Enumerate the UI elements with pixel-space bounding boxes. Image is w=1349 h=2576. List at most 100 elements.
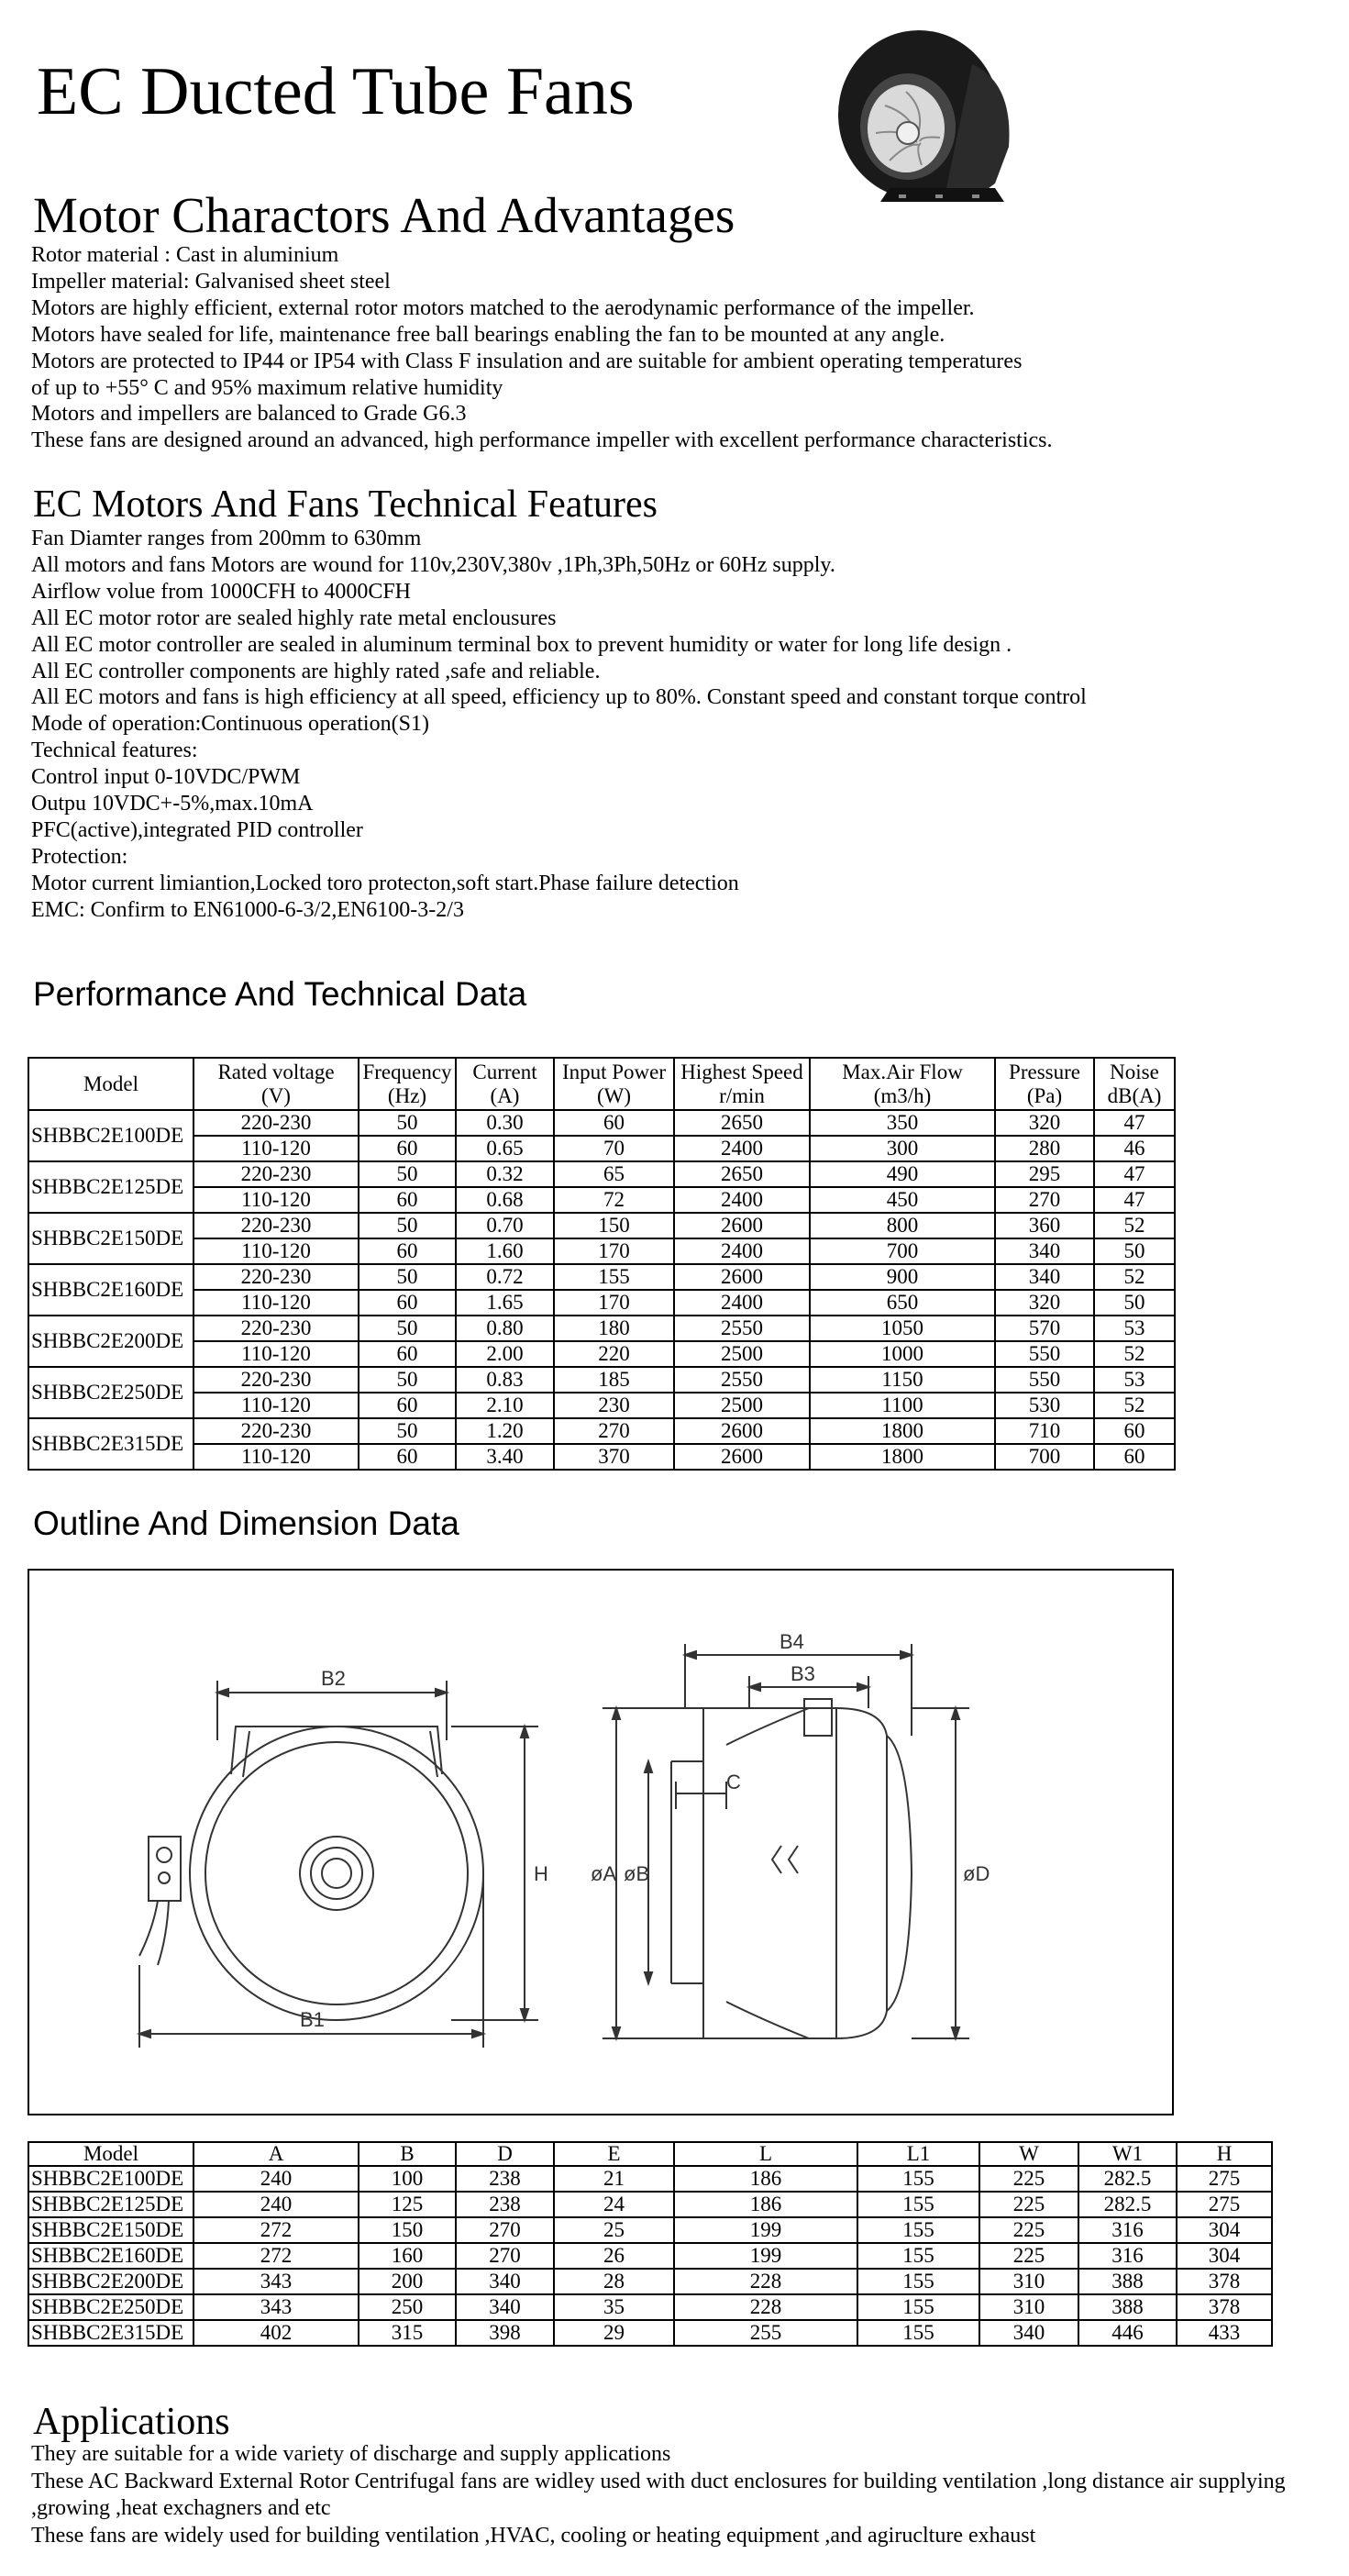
table-cell: 272 [193,2216,359,2244]
table-cell: 320 [994,1109,1095,1137]
table-cell: 46 [1093,1135,1176,1162]
table-cell: 155 [857,2191,980,2218]
col-header-pressure: Pressure(Pa) [994,1057,1095,1111]
model-cell: SHBBC2E150DE [28,1212,194,1265]
features-list: Fan Diamter ranges from 200mm to 630mm A… [31,526,1087,924]
table-cell: 125 [358,2191,457,2218]
table-cell: 50 [358,1366,457,1393]
model-cell: SHBBC2E150DE [28,2216,194,2244]
table-cell: 360 [994,1212,1095,1239]
table-cell: 310 [979,2293,1079,2321]
table-cell: 570 [994,1315,1095,1342]
feature-line: Fan Diamter ranges from 200mm to 630mm [31,527,422,550]
feature-line: All EC motor controller are sealed in al… [31,632,1012,657]
table-cell: 490 [809,1160,996,1188]
feature-line: All EC motor rotor are sealed highly rat… [31,605,557,630]
table-cell: 240 [193,2165,359,2193]
col-header-voltage: Rated voltage(V) [193,1057,359,1111]
table-cell: 238 [455,2165,555,2193]
label-b3: B3 [791,1662,815,1685]
table-cell: 1800 [809,1443,996,1471]
table-cell: 2.00 [455,1340,555,1368]
feature-line: Protection: [31,844,128,869]
application-line: These fans are widely used for building … [31,2523,1036,2548]
table-cell: 155 [857,2165,980,2193]
table-cell: 225 [979,2242,1079,2270]
table-cell: 282.5 [1078,2165,1178,2193]
table-cell: 388 [1078,2268,1178,2295]
table-cell: 110-120 [193,1135,359,1162]
model-cell: SHBBC2E100DE [28,2165,194,2193]
table-cell: 225 [979,2216,1079,2244]
applications-heading: Applications [33,2401,230,2443]
performance-heading: Performance And Technical Data [33,975,527,1013]
label-d: øD [963,1862,990,1885]
dim-col-header: L1 [857,2141,980,2167]
table-cell: 272 [193,2242,359,2270]
table-cell: 1150 [809,1366,996,1393]
table-cell: 0.32 [455,1160,555,1188]
feature-line: Control input 0-10VDC/PWM [31,765,301,790]
table-cell: 60 [1093,1417,1176,1445]
table-cell: 340 [994,1263,1095,1291]
table-cell: 50 [1093,1289,1176,1316]
label-c: C [726,1771,741,1793]
table-cell: 50 [358,1315,457,1342]
table-cell: 220-230 [193,1366,359,1393]
table-cell: 1100 [809,1392,996,1419]
table-cell: 60 [1093,1443,1176,1471]
table-cell: 398 [455,2319,555,2347]
table-cell: 160 [358,2242,457,2270]
table-cell: 29 [553,2319,675,2347]
application-line: ,growing ,heat exchagners and etc [31,2496,331,2520]
feature-line: PFC(active),integrated PID controller [31,817,363,842]
dim-col-header: L [673,2141,858,2167]
table-cell: 388 [1078,2293,1178,2321]
table-cell: 228 [673,2293,858,2321]
table-cell: 47 [1093,1186,1176,1214]
col-header-model: Model [28,1057,194,1111]
motor-line: of up to +55° C and 95% maximum relative… [31,375,503,400]
motor-line: Motors are highly efficient, external ro… [31,295,975,320]
label-b2: B2 [321,1667,346,1690]
performance-table: Model Rated voltage(V) Frequency(Hz) Cur… [28,1057,1176,1471]
application-line: They are suitable for a wide variety of … [31,2442,671,2466]
table-cell: 52 [1093,1263,1176,1291]
table-cell: 220-230 [193,1263,359,1291]
table-cell: 2.10 [455,1392,555,1419]
table-cell: 240 [193,2191,359,2218]
motor-line: Impeller material: Galvanised sheet stee… [31,269,391,294]
table-cell: 0.68 [455,1186,555,1214]
motor-line: Motors are protected to IP44 or IP54 wit… [31,349,1023,373]
table-cell: 53 [1093,1366,1176,1393]
table-cell: 310 [979,2268,1079,2295]
feature-line: Airflow volue from 1000CFH to 4000CFH [31,579,411,604]
dim-col-header: W [979,2141,1079,2167]
table-cell: 155 [857,2319,980,2347]
motor-line: Motors have sealed for life, maintenance… [31,322,945,347]
table-cell: 220-230 [193,1417,359,1445]
table-cell: 340 [455,2268,555,2295]
model-cell: SHBBC2E200DE [28,1315,194,1368]
model-cell: SHBBC2E315DE [28,2319,194,2347]
table-cell: 60 [358,1392,457,1419]
dim-col-header: D [455,2141,555,2167]
dim-col-header: H [1176,2141,1273,2167]
table-cell: 186 [673,2165,858,2193]
table-cell: 316 [1078,2242,1178,2270]
table-cell: 282.5 [1078,2191,1178,2218]
table-cell: 250 [358,2293,457,2321]
table-cell: 1800 [809,1417,996,1445]
